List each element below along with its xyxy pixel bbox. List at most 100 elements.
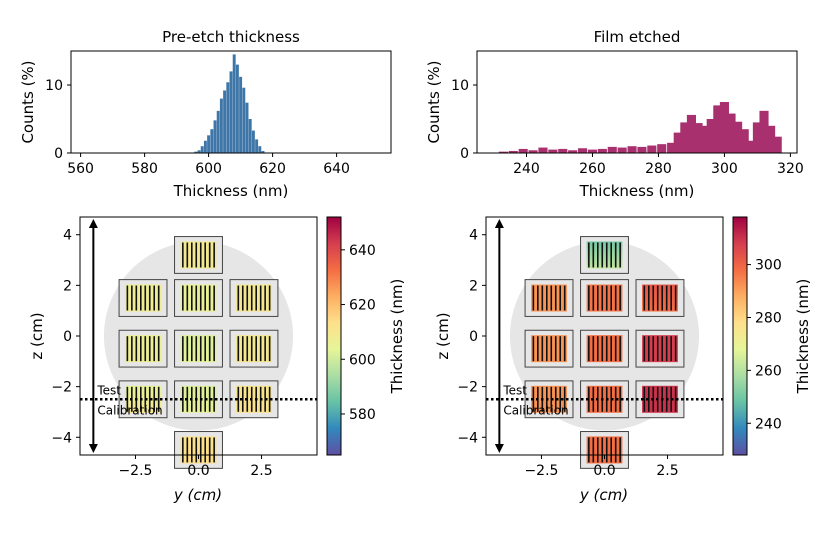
hist1-bar: [248, 119, 252, 153]
hist2-xtick-label: 280: [645, 161, 672, 177]
map2-chip-thickness: [531, 284, 567, 312]
hist2-bar: [637, 146, 647, 153]
hist2-bar: [528, 150, 538, 153]
map2-arrow-up-head: [494, 219, 504, 229]
map1-ytick-label: −4: [51, 430, 72, 446]
map1-chip-thickness: [236, 284, 272, 312]
map1-ytick-label: 4: [63, 228, 72, 244]
map2-ytick-label: 2: [469, 278, 478, 294]
colorbar1-tick-label: 640: [349, 243, 376, 259]
cb1-label: Thickness (nm): [388, 279, 406, 395]
hist2-bar: [568, 150, 578, 153]
hist2-bar: [746, 140, 756, 153]
hist2-title: Film etched: [594, 28, 681, 46]
map2-chip-thickness: [586, 284, 623, 312]
hist1-xlabel: Thickness (nm): [173, 182, 289, 200]
hist2-bar: [772, 136, 782, 153]
colorbar1-tick-label: 580: [349, 407, 376, 423]
hist1-bar: [229, 71, 233, 153]
hist1-bar: [197, 150, 201, 153]
hist1-bar: [239, 76, 243, 153]
hist2-bar: [627, 146, 637, 153]
hist1-xtick-label: 560: [67, 161, 94, 177]
hist1-ylabel: Counts (%): [19, 60, 37, 143]
hist1-bar: [251, 130, 255, 153]
hist1-bar: [216, 110, 220, 153]
map2-xlabel: y (cm): [579, 486, 628, 504]
hist2-xtick-label: 240: [513, 161, 540, 177]
map1-xtick-label: 2.5: [250, 463, 272, 479]
map2-xlabel-text: y (cm): [579, 486, 628, 504]
hist2-bar: [538, 147, 548, 153]
hist1-axes-frame: [70, 50, 392, 154]
hist1-y-ticks: 010: [45, 78, 71, 162]
hist2-xtick-label: 320: [777, 161, 804, 177]
map1-xlabel: y (cm): [173, 486, 222, 504]
map1-chip-thickness: [125, 284, 161, 312]
hist2-bar: [733, 121, 743, 153]
hist2-bar: [680, 122, 690, 153]
hist2-xtick-label: 300: [711, 161, 738, 177]
map2-chip-thickness: [586, 436, 623, 464]
hist1-bar: [200, 146, 204, 153]
map2-xtick-label: −2.5: [524, 463, 558, 479]
map1-arrow-down-head: [88, 443, 98, 453]
hist2-bar: [693, 123, 703, 153]
map1-calibration-label: Calibration: [97, 403, 162, 417]
colorbar1-gradient: [326, 216, 342, 456]
map1-chip-thickness: [180, 241, 217, 269]
hist2-bar: [617, 147, 627, 153]
map1-ylabel: z (cm): [28, 312, 46, 359]
hist1-bar: [235, 64, 239, 153]
map1-chip-thickness: [180, 436, 217, 464]
hist1-ytick-label: 0: [54, 146, 63, 162]
map1-test-label: Test: [96, 383, 121, 397]
map1-chip-thickness: [180, 335, 217, 363]
hist2-axes-frame: [476, 50, 798, 154]
hist2-bar: [759, 110, 769, 153]
hist2-bar: [597, 148, 607, 153]
hist1-bar: [232, 54, 236, 153]
hist2-bar: [548, 149, 558, 153]
colorbar2-tick-label: 240: [755, 416, 782, 432]
map2-y-ticks: 420−2−4: [457, 228, 486, 446]
hist2-bar: [706, 119, 716, 153]
map2-ytick-label: 4: [469, 228, 478, 244]
hist1-xtick-label: 580: [131, 161, 158, 177]
hist1-xtick-label: 640: [323, 161, 350, 177]
hist2-bar: [607, 146, 617, 153]
hist1-bar: [223, 90, 227, 153]
hist2-bar: [700, 125, 710, 153]
map2-ytick-label: −4: [457, 430, 478, 446]
cb2-label: Thickness (nm): [794, 279, 812, 395]
hist1-bar: [245, 102, 249, 153]
colorbar1-tick-label: 600: [349, 352, 376, 368]
map1-xtick-label: 0.0: [187, 463, 209, 479]
hist1-bar: [194, 151, 198, 153]
map1-ytick-label: −2: [51, 380, 72, 396]
hist1-bar: [213, 120, 217, 153]
hist2-bar: [686, 114, 696, 153]
map2-chip-thickness: [586, 241, 623, 269]
hist2-y-ticks: 010: [451, 78, 477, 162]
map2-chip-thickness: [531, 335, 567, 363]
map1-arrow-up-head: [88, 219, 98, 229]
colorbar2-tick-label: 260: [755, 363, 782, 379]
hist2-bar: [667, 142, 677, 153]
hist2-bar: [578, 148, 588, 153]
hist2-xlabel: Thickness (nm): [579, 182, 695, 200]
map1-ytick-label: 0: [63, 329, 72, 345]
map2-arrow-down-head: [494, 443, 504, 453]
hist1-bars: [194, 54, 265, 153]
hist2-bar: [673, 132, 683, 153]
hist1-bar: [210, 129, 214, 153]
map2-test-label: Test: [502, 383, 527, 397]
